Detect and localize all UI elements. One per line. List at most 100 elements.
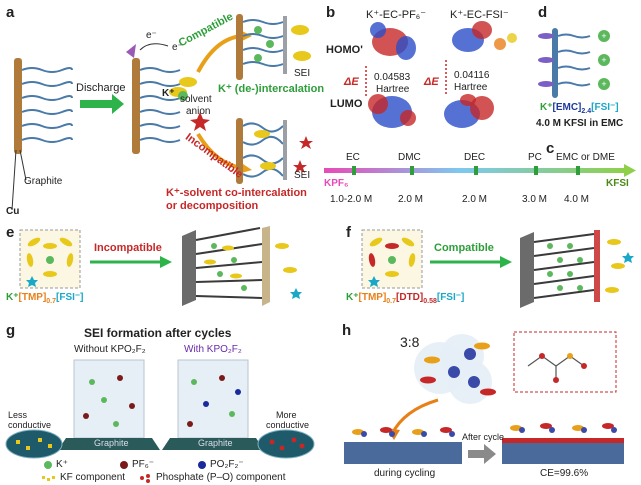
intercalated-k-ions (211, 243, 247, 291)
energy-value-left: 0.04583 (374, 72, 411, 83)
formula-solvent: [TMP] (358, 292, 387, 303)
conc-ec: 1.0-2.0 M (330, 194, 373, 205)
graphite-slab-left (58, 438, 160, 450)
with-label: With KPO₂F₂ (184, 344, 242, 355)
emc-molecule-icon (538, 81, 554, 87)
formula-additive-sub: 0.58 (423, 298, 437, 305)
formula-solvent-sub: 2.4 (581, 108, 592, 115)
conc-dmc: 2.0 M (398, 194, 424, 205)
panel-e-art (19, 226, 302, 306)
panel-h-art (344, 331, 624, 464)
tmp-molecules (369, 237, 416, 277)
panel-e-letter: e (6, 226, 15, 241)
electron-wedge-icon (126, 44, 136, 58)
kf-in-zoom-left (16, 438, 52, 450)
g-title: SEI formation after cycles (84, 326, 232, 340)
sei-film (502, 438, 624, 443)
sei-layer-top (283, 16, 287, 74)
legend-po2f2-icon (198, 461, 206, 469)
energy-value-right: 0.04116 (454, 70, 490, 81)
solvent-ticks (352, 166, 580, 175)
ions-left (83, 375, 135, 427)
svg-text:+: + (601, 79, 606, 89)
panel-f-art (361, 229, 634, 308)
electrolyte-solvent (605, 239, 625, 293)
panel-f: f Compatible K⁺[TMP]0.7[DTD]0.58[FSI⁻] (322, 226, 641, 312)
formula-anion: [FSI⁻] (56, 292, 84, 303)
current-collector (262, 226, 270, 306)
compatible-arrow (196, 34, 243, 73)
panel-h-letter: h (342, 322, 352, 339)
conc-pc: 3.0 M (522, 194, 548, 205)
formula-additive: [DTD] (396, 292, 424, 303)
solvent-dmc: DMC (398, 152, 421, 163)
ratio-label: 3:8 (400, 334, 420, 350)
delta-e-left: ΔE (344, 76, 359, 88)
delta-e-right: ΔE (424, 76, 439, 88)
tmp-molecules (26, 237, 74, 277)
solvation-cluster (414, 334, 496, 404)
legend-phosphate: Phosphate (P–O) component (156, 472, 286, 483)
bad-result-label-2: or decomposition (166, 200, 259, 212)
zoom-right (257, 429, 315, 459)
energy-unit-right: Hartree (454, 82, 488, 93)
sei-label-bottom: SEI (294, 170, 311, 181)
potassium-plus-icon: + + + (598, 30, 610, 90)
sei-layer-bottom (283, 120, 287, 180)
graphite-layers-left (21, 67, 73, 143)
anion-star-icon (299, 136, 313, 149)
formula-prefix: K⁺ (540, 102, 553, 113)
legend-k: K⁺ (56, 459, 68, 470)
potassium-ion-icon (254, 54, 262, 62)
formula-solvent: [TMP] (18, 292, 47, 303)
cu-label: Cu (6, 206, 20, 217)
panel-a-art (11, 14, 313, 211)
solvent-ellipse-icon (260, 162, 276, 170)
solvent-label: solvent (180, 94, 212, 105)
f-arrow-label: Compatible (434, 242, 494, 254)
more-label-2: conductive (266, 420, 310, 430)
panel-b-letter: b (326, 4, 336, 21)
top-electrode (236, 14, 243, 80)
potassium-ion-icon (254, 26, 262, 34)
less-label: Less (8, 410, 28, 420)
graphite-layers-bottom (242, 122, 284, 178)
cu-current-collector (14, 58, 22, 154)
discharge-arrow (80, 94, 124, 114)
concentration-label: 4.0 M KFSI in EMC (536, 118, 624, 129)
surface-clusters-after (510, 423, 617, 433)
bad-result-label-1: K⁺-solvent co-intercalation (166, 187, 307, 199)
svg-text:+: + (601, 55, 606, 65)
homo-orbital-right (452, 21, 517, 52)
zoom-left (5, 429, 63, 459)
formula-prefix: K⁺ (346, 292, 359, 303)
conc-emc-dme: 4.0 M (564, 194, 590, 205)
solvent-ec: EC (346, 152, 360, 163)
dtd-molecules (368, 243, 399, 267)
graphite-left-label: Graphite (94, 438, 129, 448)
electrode-edge (520, 232, 534, 308)
electrode-after (502, 442, 624, 464)
graphite-layers-middle (139, 67, 181, 143)
ordered-layers (533, 233, 595, 299)
e-arrow-label: Incompatible (94, 242, 162, 254)
electrolyte-box-left (73, 359, 145, 439)
lumo-orbital-right (444, 94, 494, 128)
electrode-before (344, 442, 462, 464)
f-arrowhead-icon (500, 256, 512, 268)
lumo-label: LUMO (330, 98, 363, 110)
after-cycle-arrow (468, 444, 496, 464)
molecule-zoom-box (513, 331, 617, 393)
left-end-salt: KPF₆ (324, 178, 349, 189)
panel-c-art (324, 164, 636, 177)
emc-molecule-icon (538, 57, 554, 63)
panel-d-art: + + + (538, 28, 610, 98)
panel-e-formula: K⁺[TMP]0.7[FSI⁻] (6, 292, 84, 305)
ions-right (187, 375, 241, 427)
potassium-ion-icon (388, 256, 396, 264)
lumo-orbital-left (368, 94, 416, 128)
solvent-emc-dme: EMC or DME (556, 152, 615, 163)
bottom-electrode (236, 118, 243, 184)
formula-anion: [FSI⁻] (591, 102, 619, 113)
legend-pf6-icon (120, 461, 128, 469)
